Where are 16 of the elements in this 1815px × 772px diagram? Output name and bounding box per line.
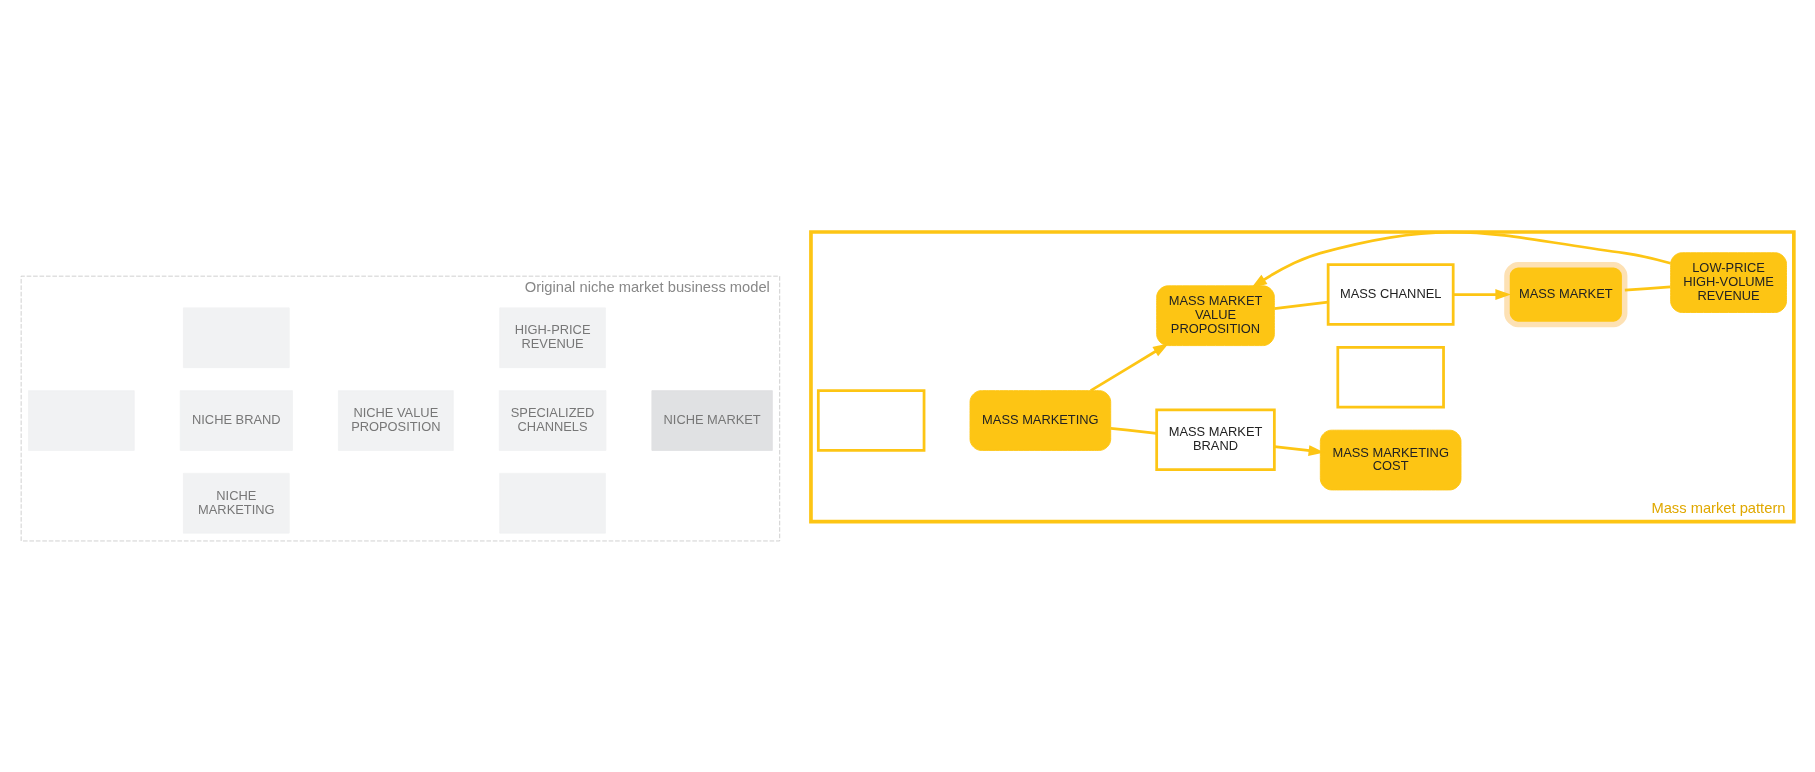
arrow: [1453, 288, 1512, 300]
connector: [1110, 426, 1157, 435]
arrow: [1090, 342, 1169, 392]
node-box: MASS MARKETING COST: [1319, 429, 1462, 490]
node-box: MASS CHANNEL: [1326, 262, 1455, 326]
connector: [1274, 300, 1329, 310]
node-box: LOW-PRICE HIGH-VOLUME REVENUE: [1670, 251, 1787, 313]
node-box: [1336, 345, 1445, 409]
node-box: MASS MARKETING: [969, 389, 1112, 451]
connector: [1624, 284, 1671, 292]
node-box: NICHE MARKET: [651, 389, 773, 451]
node-box: MASS MARKET BRAND: [1155, 408, 1276, 471]
node-box: [816, 388, 926, 452]
node-box: MASS MARKET: [1504, 261, 1628, 327]
arrow: [1251, 230, 1671, 288]
node-box: MASS MARKET VALUE PROPOSITION: [1156, 284, 1275, 346]
